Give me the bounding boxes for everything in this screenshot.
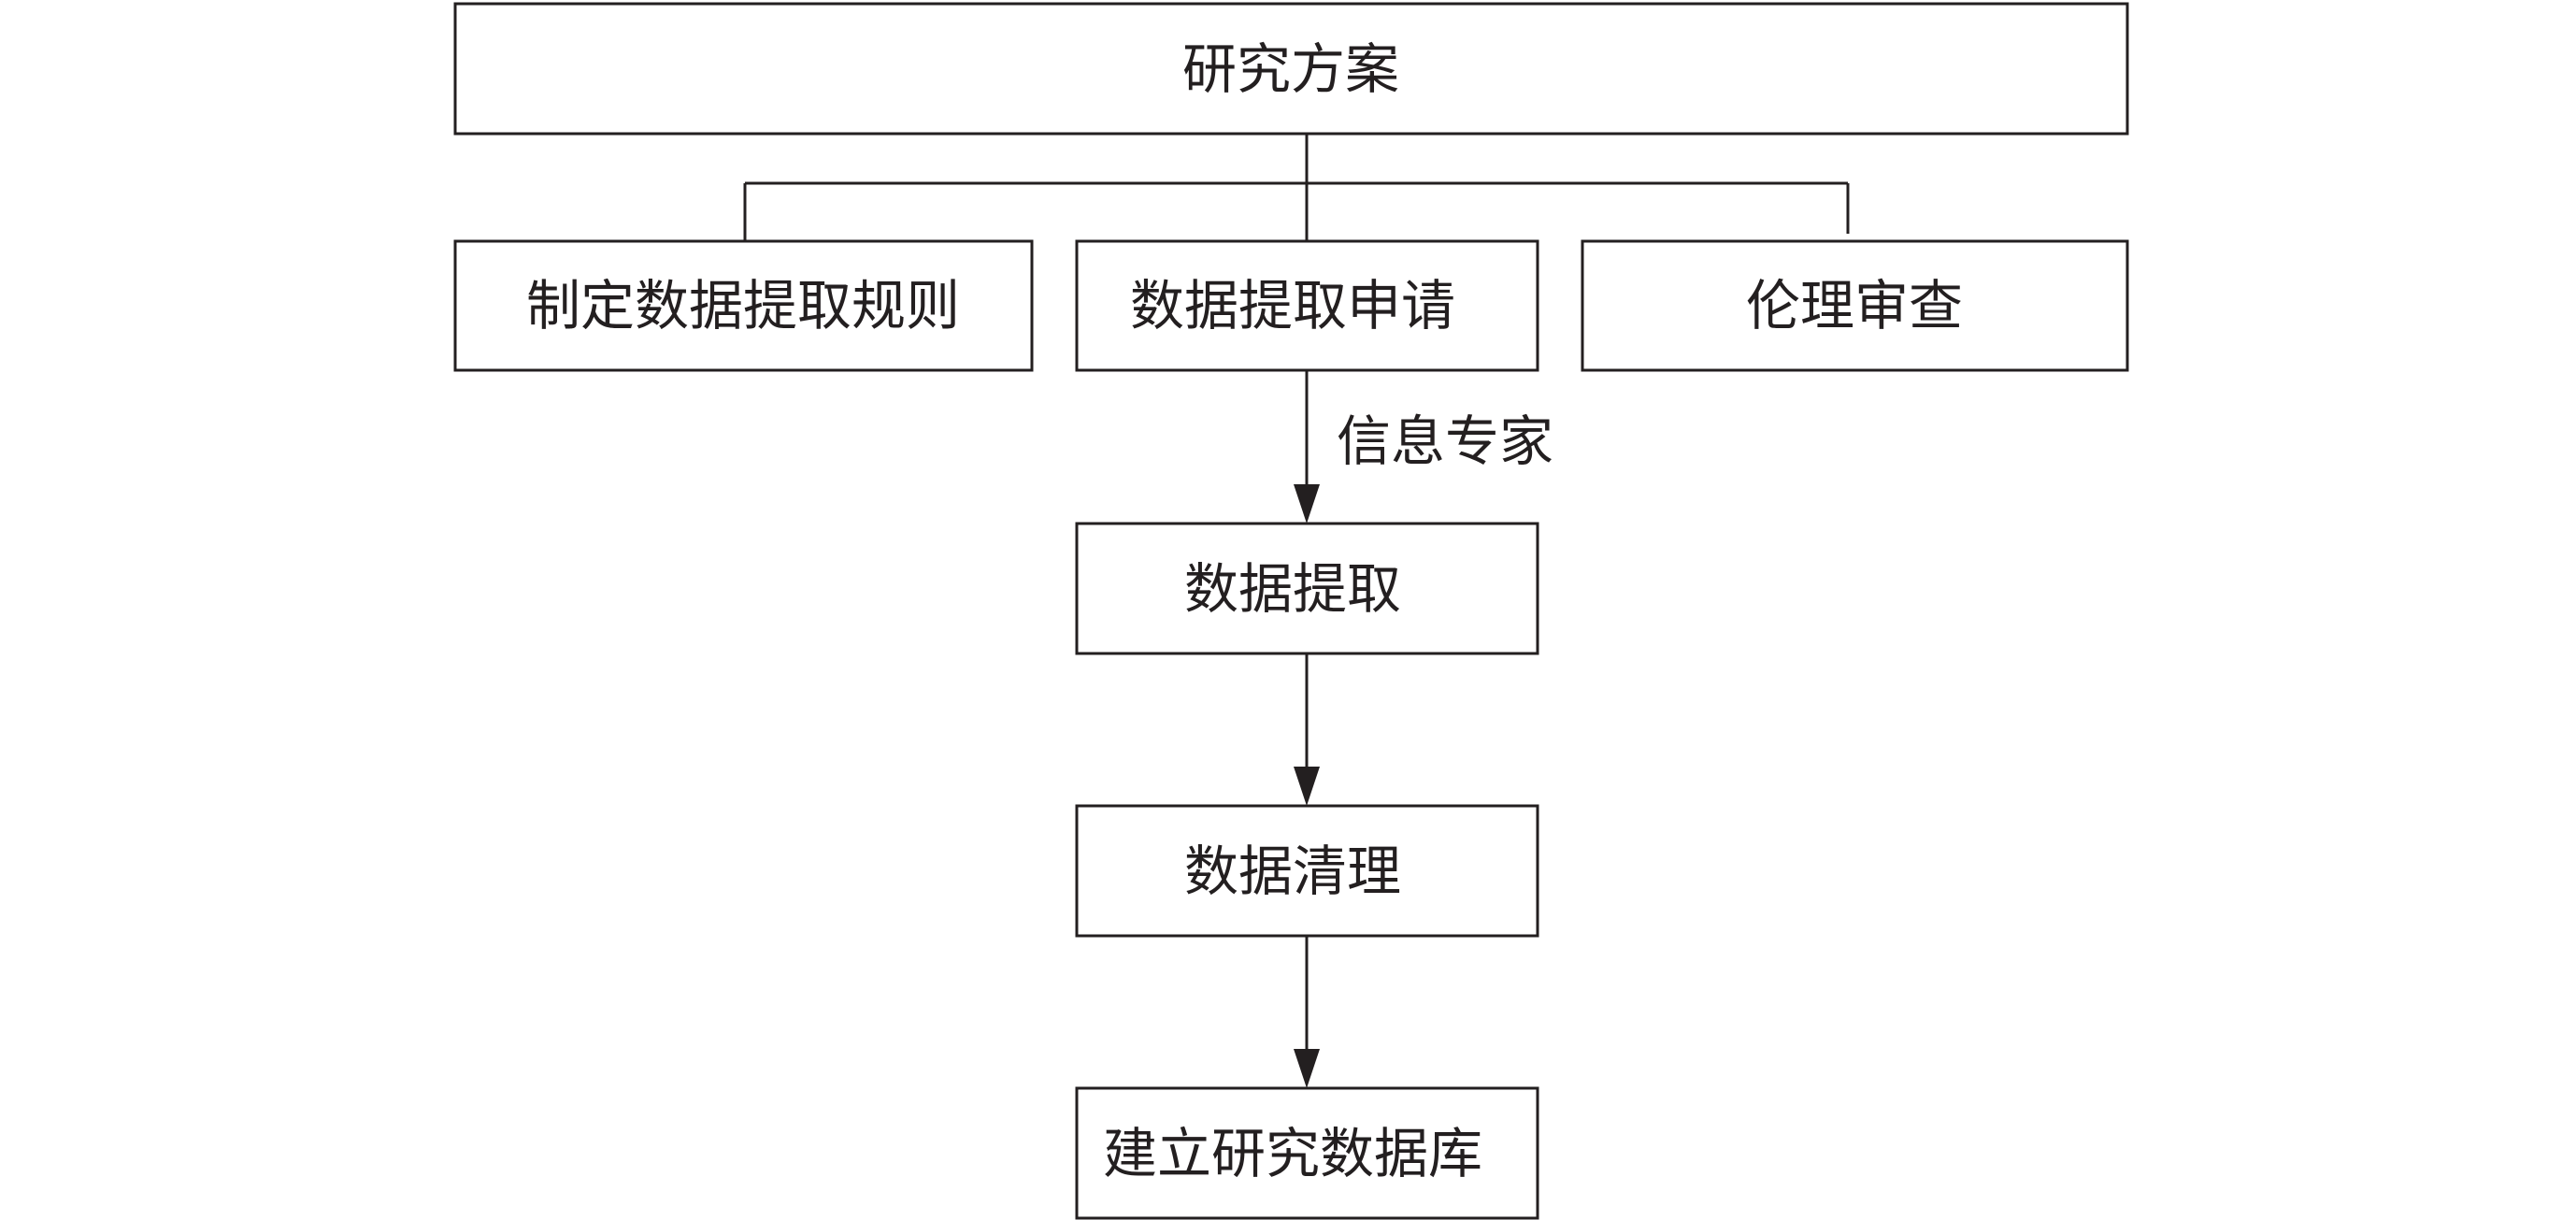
node-research-plan: 研究方案 <box>453 2 2129 136</box>
node-extraction-rules: 制定数据提取规则 <box>453 239 1034 372</box>
node-research-database-label: 建立研究数据库 <box>1103 1122 1482 1185</box>
node-ethics-review: 伦理审查 <box>1581 239 2129 372</box>
arrowhead-extraction <box>1294 484 1320 524</box>
connectors <box>743 134 1850 1088</box>
node-extraction-rules-label: 制定数据提取规则 <box>526 274 960 337</box>
node-data-cleaning-label: 数据清理 <box>1184 840 1401 903</box>
node-data-extraction-label: 数据提取 <box>1184 557 1401 621</box>
node-data-cleaning: 数据清理 <box>1075 804 1539 938</box>
node-extraction-application-label: 数据提取申请 <box>1130 274 1455 337</box>
node-data-extraction: 数据提取 <box>1075 522 1539 655</box>
node-ethics-review-label: 伦理审查 <box>1746 274 1963 337</box>
node-extraction-application: 数据提取申请 <box>1075 239 1539 372</box>
node-research-database: 建立研究数据库 <box>1075 1086 1539 1220</box>
node-research-plan-label: 研究方案 <box>1182 37 1399 101</box>
edge-label-information-expert: 信息专家 <box>1337 409 1553 473</box>
arrowhead-database <box>1294 1049 1320 1088</box>
arrowhead-cleaning <box>1294 767 1320 806</box>
